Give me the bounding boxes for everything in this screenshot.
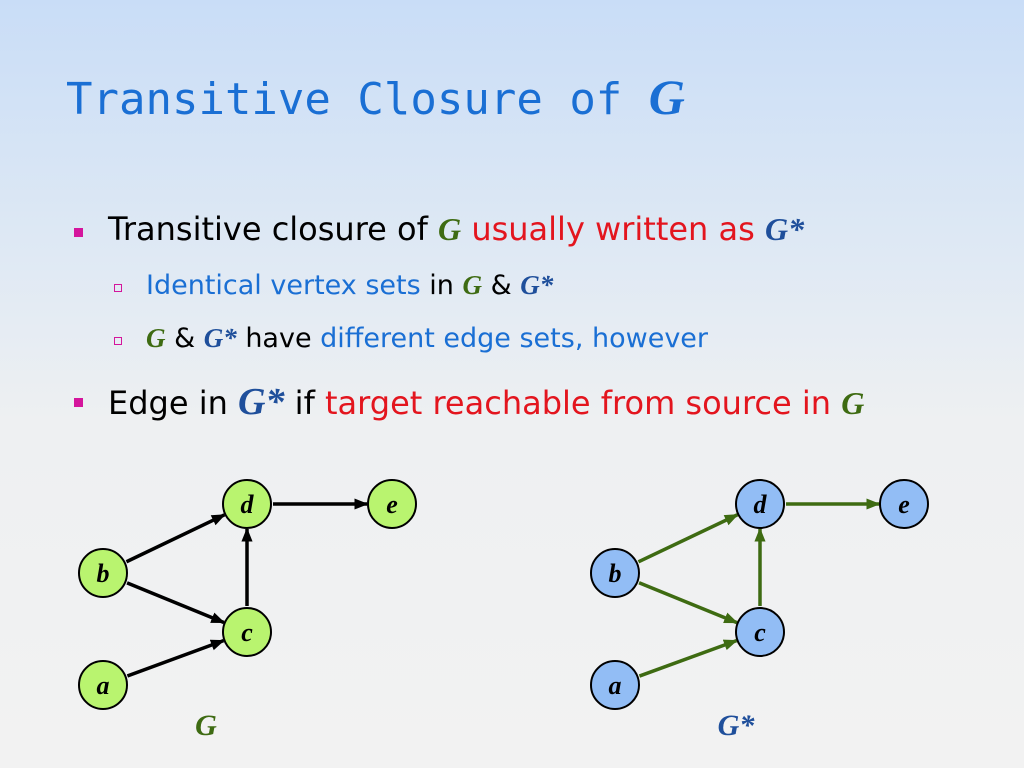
sub-bullet-marker <box>114 337 122 345</box>
node-label-a: a <box>97 671 110 700</box>
node-label-d: d <box>241 490 255 519</box>
graph-caption: G* <box>718 709 756 742</box>
slide-title-variable: G <box>648 69 685 125</box>
node-e <box>367 479 417 529</box>
bullet-marker <box>74 398 83 407</box>
bullet-text-part: G* <box>764 211 805 247</box>
node-label-c: c <box>754 618 766 647</box>
bullet-text-part: different edge sets, however <box>320 323 709 354</box>
bullet-text-part: usually written as <box>461 210 765 248</box>
bullet-text-part: & <box>481 270 521 301</box>
edge-b-c <box>126 581 226 625</box>
sub-bullet-marker <box>114 284 122 292</box>
graph-caption: G <box>195 709 217 742</box>
bullet-text-part: G <box>146 323 166 353</box>
bullet-text-part: in <box>420 270 463 301</box>
bullet-text-part: G* <box>520 270 554 300</box>
bullet-text-part: Transitive closure of <box>108 210 439 248</box>
node-label-a: a <box>609 671 622 700</box>
node-e <box>879 479 929 529</box>
bullet-text-part: G <box>841 385 865 421</box>
edge-a-c <box>126 638 225 678</box>
slide-title: Transitive Closure of G <box>66 68 685 126</box>
bullet-text-part: target reachable from source in <box>325 384 842 422</box>
bullet-item: Transitive closure of G usually written … <box>108 210 804 248</box>
sub-bullet-item: G & G* have different edge sets, however <box>146 323 708 354</box>
edge-b-d <box>125 513 226 564</box>
bullet-text-part: & <box>165 323 204 354</box>
node-label-b: b <box>97 559 110 588</box>
bullet-text-part: Identical vertex sets <box>146 270 421 301</box>
node-label-e: e <box>386 490 398 519</box>
node-b <box>78 548 128 598</box>
node-label-c: c <box>241 618 253 647</box>
node-c <box>222 607 272 657</box>
bullet-text-part: have <box>236 323 321 354</box>
edge-a-c <box>638 638 738 678</box>
bullet-text-part: G* <box>203 323 237 353</box>
graph-g: a b c d eG <box>78 479 417 742</box>
node-d <box>222 479 272 529</box>
node-d <box>735 479 785 529</box>
node-label-b: b <box>609 559 622 588</box>
slide-title-text: Transitive Closure of <box>66 74 649 125</box>
bullet-text-part: if <box>284 384 325 422</box>
edge-b-c <box>638 581 739 625</box>
bullet-text-part: G <box>438 211 462 247</box>
node-b <box>590 548 640 598</box>
node-a <box>78 660 128 710</box>
node-label-d: d <box>754 490 768 519</box>
bullet-marker <box>74 228 83 237</box>
bullet-text-part: G <box>462 270 482 300</box>
bullet-text-part: G* <box>238 381 285 423</box>
node-a <box>590 660 640 710</box>
node-label-e: e <box>898 490 910 519</box>
node-c <box>735 607 785 657</box>
bullet-text-part: Edge in <box>108 384 239 422</box>
graph-g-star: a b c d eG* <box>590 479 929 742</box>
sub-bullet-item: Identical vertex sets in G & G* <box>146 270 553 301</box>
bullet-item: Edge in G* if target reachable from sour… <box>108 380 864 424</box>
edge-b-d <box>637 513 739 564</box>
